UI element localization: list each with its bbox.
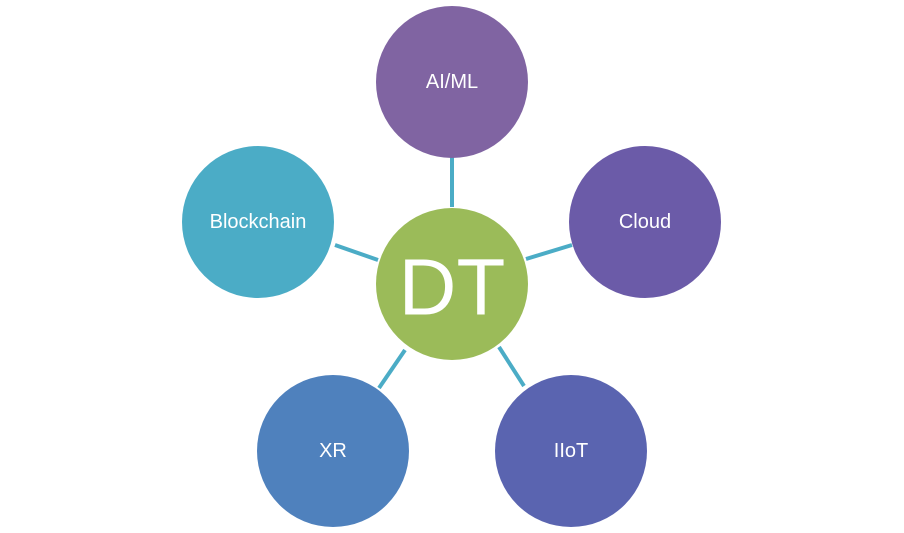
node-center: DT xyxy=(376,208,528,360)
connector-blockchain xyxy=(334,243,379,262)
node-xr-label: XR xyxy=(319,440,347,462)
connectors xyxy=(334,157,573,390)
node-center-label: DT xyxy=(399,243,506,332)
node-xr-circle xyxy=(257,375,409,527)
node-xr: XR xyxy=(257,375,409,527)
node-ai-ml-label: AI/ML xyxy=(426,71,478,93)
connector-xr xyxy=(377,348,407,390)
node-blockchain: Blockchain xyxy=(182,146,334,298)
connector-cloud xyxy=(525,243,573,261)
node-ai-ml: AI/ML xyxy=(376,6,528,158)
node-ai-ml-circle xyxy=(376,6,528,158)
node-blockchain-label: Blockchain xyxy=(210,211,307,233)
node-iiot-label: IIoT xyxy=(554,440,588,462)
node-cloud: Cloud xyxy=(569,146,721,298)
node-iiot: IIoT xyxy=(495,375,647,527)
connector-iiot xyxy=(497,345,526,388)
node-cloud-label: Cloud xyxy=(619,211,671,233)
node-center-circle xyxy=(376,208,528,360)
node-iiot-circle xyxy=(495,375,647,527)
node-cloud-circle xyxy=(569,146,721,298)
node-blockchain-circle xyxy=(182,146,334,298)
